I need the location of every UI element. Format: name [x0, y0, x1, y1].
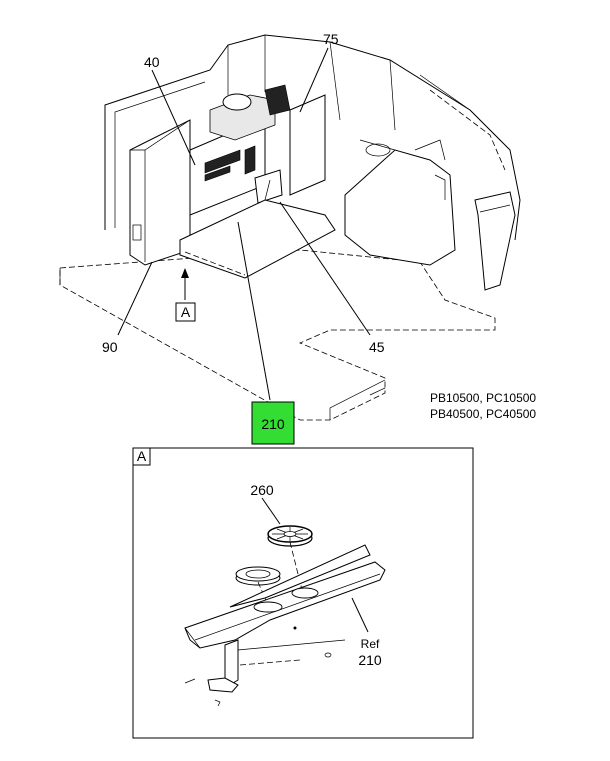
ref-label: Ref: [361, 637, 380, 651]
cross-member-210: [184, 544, 386, 649]
detail-title: A: [137, 448, 147, 464]
callout-75: 75: [323, 31, 339, 47]
cab-floor-assembly: [59, 34, 521, 421]
model-code-line-2: PB40500, PC40500: [430, 407, 537, 421]
detail-view-a: A: [132, 447, 474, 739]
leader-lines-main: [117, 47, 371, 401]
view-a-label: A: [181, 304, 191, 320]
callout-260: 260: [250, 482, 274, 498]
ref-number: 210: [358, 652, 382, 668]
view-a-box: [175, 302, 196, 322]
callout-210: 210: [261, 416, 285, 432]
model-code-line-1: PB10500, PC10500: [430, 391, 537, 405]
grommet: [235, 566, 281, 586]
callout-45: 45: [369, 339, 385, 355]
lower-bracket: [184, 639, 346, 707]
callout-40: 40: [144, 54, 160, 70]
detail-title-box: [132, 447, 151, 466]
callout-210-highlight[interactable]: 210: [251, 401, 295, 445]
callout-90: 90: [102, 339, 118, 355]
highlight-box: [251, 401, 295, 445]
view-a-indicator: A: [175, 268, 196, 322]
plug-260: [267, 525, 313, 547]
model-codes: PB10500, PC10500 PB40500, PC40500: [430, 390, 536, 422]
